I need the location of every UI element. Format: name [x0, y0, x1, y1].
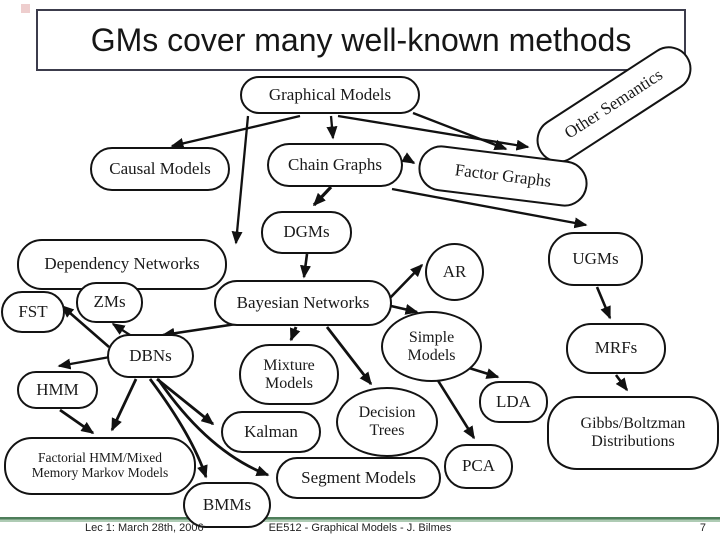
- edge-dbns-fst: [60, 305, 110, 348]
- edge-bayesian-decision-trees: [325, 326, 373, 386]
- node-bayesian-networks: Bayesian Networks: [214, 280, 392, 326]
- edge-chain-factor-graphs: [401, 152, 416, 165]
- node-chain-graphs: Chain Graphs: [267, 143, 403, 187]
- edge-gm-other-semantics: [337, 114, 530, 151]
- edge-bayesian-ar: [388, 263, 424, 300]
- edge-dbns-hmm: [57, 355, 111, 370]
- node-decision-trees: Decision Trees: [336, 387, 438, 457]
- node-lda: LDA: [479, 381, 548, 423]
- node-factorial-hmm: Factorial HMM/Mixed Memory Markov Models: [4, 437, 196, 495]
- node-causal-models: Causal Models: [90, 147, 230, 191]
- edge-bayesian-simple-models: [390, 304, 419, 315]
- edge-dbns-factorial: [110, 378, 138, 432]
- node-graphical-models: Graphical Models: [240, 76, 420, 114]
- node-dependency-networks: Dependency Networks: [17, 239, 227, 290]
- node-dgms: DGMs: [261, 211, 352, 254]
- footer-lecture-date: Lec 1: March 28th, 2006: [85, 522, 204, 534]
- node-ar: AR: [425, 243, 484, 301]
- edge-dgms-bayesian: [300, 253, 311, 279]
- edge-hmm-factorial: [59, 408, 95, 435]
- node-mrfs: MRFs: [566, 323, 666, 374]
- edge-gm-dependency-networks: [231, 115, 250, 245]
- edge-chain-dgms: [312, 185, 333, 207]
- node-zms: ZMs: [76, 282, 143, 323]
- node-segment-models: Segment Models: [276, 457, 441, 499]
- node-bmms: BMMs: [183, 482, 271, 528]
- edge-dbns-segment-models: [156, 378, 270, 477]
- edge-gm-factor-graphs: [412, 111, 508, 151]
- edge-mrfs-gibbs: [614, 374, 629, 392]
- edge-dbns-kalman: [156, 377, 215, 426]
- edge-bayesian-mixture-models: [289, 326, 301, 342]
- edge-ugms-mrfs: [595, 286, 612, 320]
- footer-divider-line: [0, 517, 720, 522]
- node-dbns: DBNs: [107, 334, 194, 378]
- node-kalman: Kalman: [221, 411, 321, 453]
- page-title: GMs cover many well-known methods: [90, 21, 632, 58]
- node-fst: FST: [1, 291, 65, 333]
- node-simple-models: Simple Models: [381, 311, 482, 382]
- node-hmm: HMM: [17, 371, 98, 409]
- edge-gm-causal-models: [170, 114, 301, 149]
- node-ugms: UGMs: [548, 232, 643, 286]
- node-pca: PCA: [444, 444, 513, 489]
- edge-gm-chain-graphs: [326, 115, 338, 140]
- edge-dbns-bmms: [148, 378, 208, 479]
- corner-artifact-dot: [21, 4, 30, 13]
- node-mixture-models: Mixture Models: [239, 344, 339, 405]
- title-box: GMs cover many well-known methods: [36, 9, 686, 71]
- edge-dbns-zms: [111, 323, 131, 336]
- footer-course-text: EE512 - Graphical Models - J. Bilmes: [268, 522, 452, 534]
- footer-page-number: 7: [699, 522, 706, 534]
- edge-chain-ugms: [391, 187, 588, 229]
- node-gibbs-boltzman: Gibbs/Boltzman Distributions: [547, 396, 719, 470]
- edge-simple-pca: [435, 378, 476, 440]
